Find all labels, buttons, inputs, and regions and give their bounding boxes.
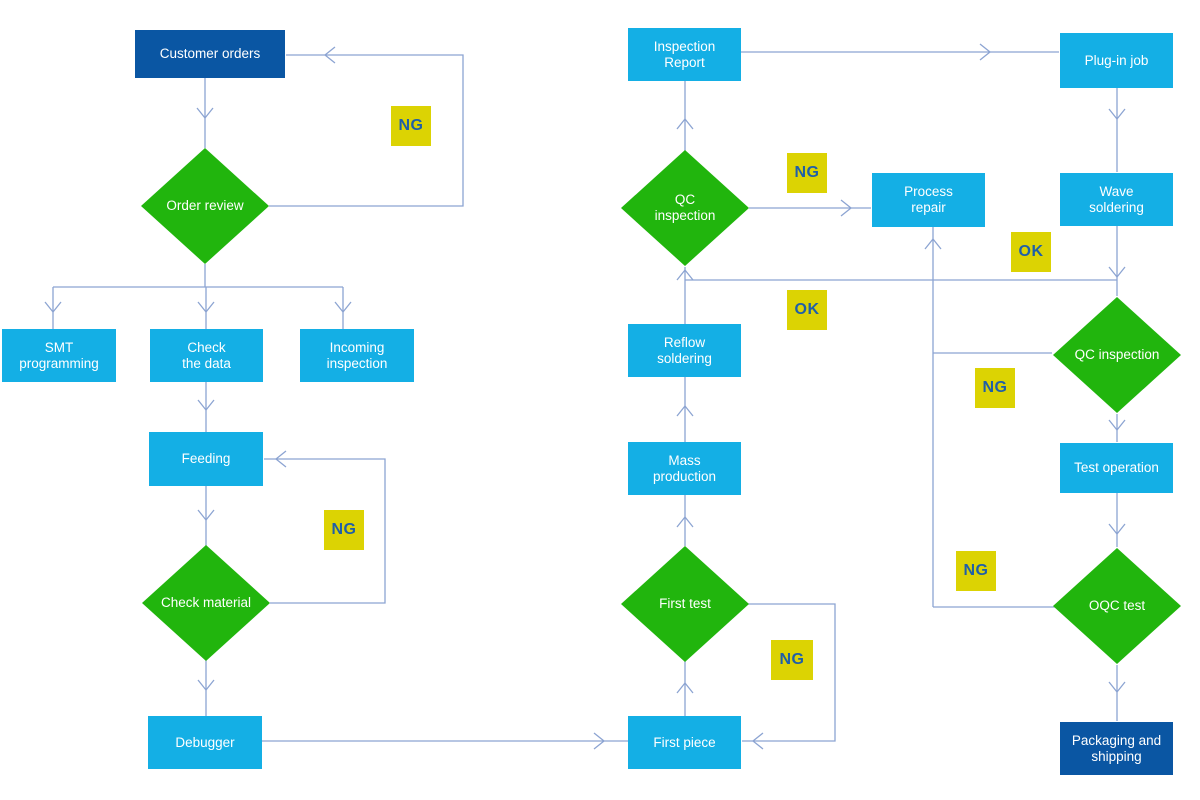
arrowhead-down — [196, 107, 214, 120]
process-mass-production: Mass production — [628, 442, 741, 495]
connector-check-material-ng-loop — [264, 458, 386, 604]
connector-first-test-ng-loop — [742, 603, 836, 742]
process-smt-programming: SMT programming — [2, 329, 116, 382]
process-reflow-soldering: Reflow soldering — [628, 324, 741, 377]
result-tag-ng-order-review: NG — [391, 106, 431, 146]
arrowhead-up — [676, 404, 694, 417]
result-tag-ng-oqc-test: NG — [956, 551, 996, 591]
arrowhead-down — [1108, 419, 1126, 432]
arrowhead-right — [840, 199, 853, 217]
process-incoming-inspection: Incoming inspection — [300, 329, 414, 382]
arrowhead-down — [44, 301, 62, 314]
arrowhead-down — [197, 679, 215, 692]
process-test-operation: Test operation — [1060, 443, 1173, 493]
process-inspection-report: Inspection Report — [628, 28, 741, 81]
terminal-customer-orders: Customer orders — [135, 30, 285, 78]
process-first-piece: First piece — [628, 716, 741, 769]
arrowhead-down — [1108, 266, 1126, 279]
result-tag-ng-qc-smt: NG — [787, 153, 827, 193]
arrowhead-down — [1108, 681, 1126, 694]
process-feeding: Feeding — [149, 432, 263, 486]
arrowhead-up — [924, 237, 942, 250]
arrowhead-up — [676, 117, 694, 130]
arrowhead-down — [197, 301, 215, 314]
arrowhead-left — [751, 732, 764, 750]
arrowhead-up — [676, 681, 694, 694]
result-tag-ok-qc-smt: OK — [787, 290, 827, 330]
result-tag-ok-wave-soldering: OK — [1011, 232, 1051, 272]
connector-order-review-ng-loop — [269, 54, 464, 207]
arrowhead-left — [323, 46, 336, 64]
arrowhead-right — [979, 43, 992, 61]
process-debugger: Debugger — [148, 716, 262, 769]
result-tag-ng-qc-wave: NG — [975, 368, 1015, 408]
result-tag-ng-check-material: NG — [324, 510, 364, 550]
process-wave-soldering: Wave soldering — [1060, 173, 1173, 226]
arrowhead-down — [197, 399, 215, 412]
arrowhead-down — [197, 509, 215, 522]
process-plug-in-job: Plug-in job — [1060, 33, 1173, 88]
terminal-packaging-and-shipping: Packaging and shipping — [1060, 722, 1173, 775]
result-tag-ng-first-test: NG — [771, 640, 813, 680]
arrowhead-up — [676, 268, 694, 281]
arrowhead-down — [1108, 523, 1126, 536]
process-process-repair: Process repair — [872, 173, 985, 227]
process-check-the-data: Check the data — [150, 329, 263, 382]
arrowhead-left — [274, 450, 287, 468]
arrowhead-down — [1108, 108, 1126, 121]
arrowhead-up — [676, 515, 694, 528]
arrowhead-right — [593, 732, 606, 750]
arrowhead-down — [334, 301, 352, 314]
